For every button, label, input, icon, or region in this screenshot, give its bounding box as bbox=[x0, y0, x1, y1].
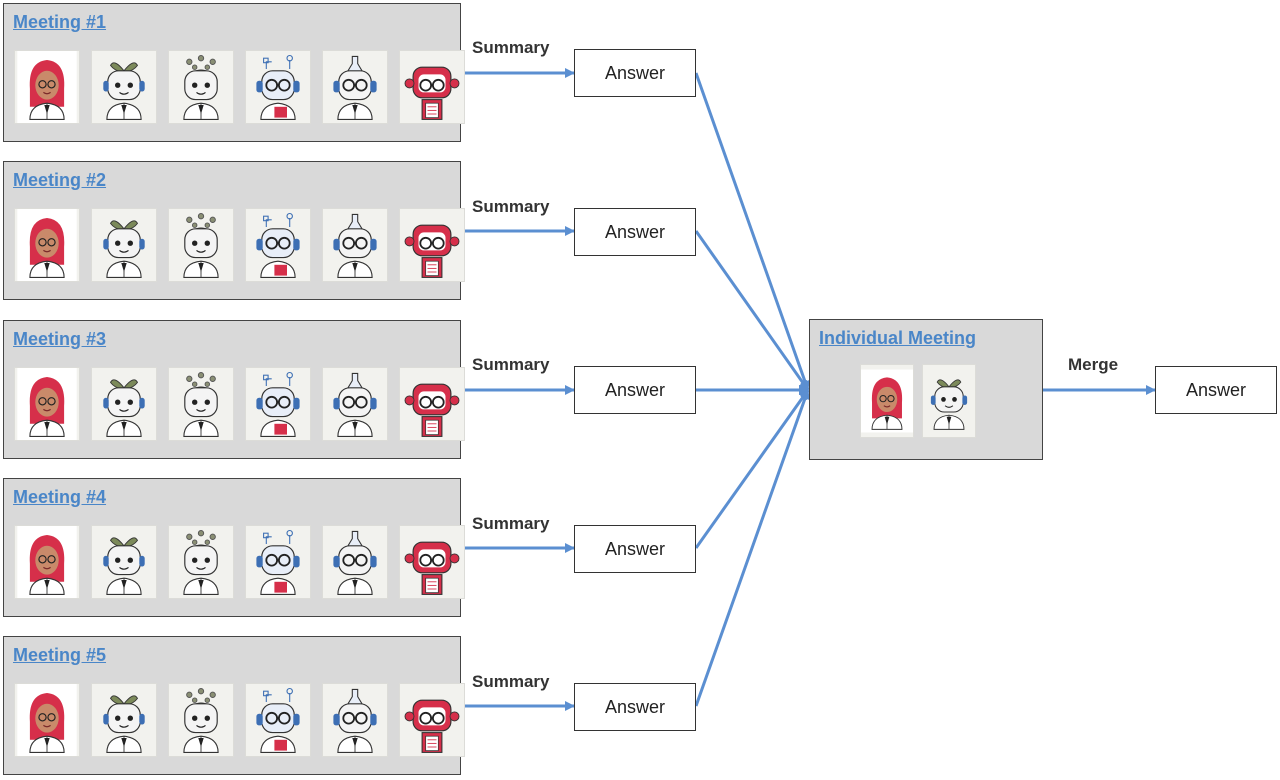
critic-robot-avatar bbox=[399, 683, 465, 757]
chemist-robot-avatar bbox=[322, 525, 388, 599]
meeting-title-link[interactable]: Meeting #5 bbox=[13, 645, 107, 665]
chemist-robot-avatar bbox=[322, 683, 388, 757]
human-scientist-avatar bbox=[14, 367, 80, 441]
chemist-robot-avatar bbox=[322, 208, 388, 282]
merge-label: Merge bbox=[1068, 355, 1119, 374]
answer-box-4: Answer bbox=[574, 525, 696, 573]
summary-label-4: Summary bbox=[472, 514, 550, 533]
critic-robot-avatar bbox=[399, 367, 465, 441]
circuit-scientist-avatar bbox=[245, 208, 311, 282]
avatar-row bbox=[14, 50, 465, 124]
meeting-title-link[interactable]: Meeting #1 bbox=[13, 12, 107, 32]
answer-box-2: Answer bbox=[574, 208, 696, 256]
to-individual-arrow-2 bbox=[694, 230, 810, 391]
answer-box-5: Answer bbox=[574, 683, 696, 731]
circuit-scientist-avatar bbox=[245, 50, 311, 124]
meeting-box-3: Meeting #3 bbox=[3, 320, 465, 459]
human-scientist-avatar bbox=[14, 50, 80, 124]
critic-robot-avatar bbox=[399, 208, 465, 282]
circuit-scientist-avatar bbox=[245, 367, 311, 441]
plant-scientist-avatar bbox=[91, 525, 157, 599]
avatar-row bbox=[14, 525, 465, 599]
meeting-title-link[interactable]: Meeting #2 bbox=[13, 170, 107, 190]
meeting-box-1: Meeting #1 bbox=[3, 3, 465, 142]
circuit-scientist-avatar bbox=[245, 525, 311, 599]
meeting-box-2: Meeting #2 bbox=[3, 161, 465, 300]
neural-scientist-avatar bbox=[168, 208, 234, 282]
summary-label-3: Summary bbox=[472, 355, 550, 374]
summary-label-1: Summary bbox=[472, 38, 550, 57]
plant-scientist-avatar bbox=[91, 367, 157, 441]
avatar-row bbox=[14, 367, 465, 441]
human-scientist-avatar bbox=[14, 683, 80, 757]
individual-meeting-box: Individual Meeting bbox=[809, 319, 1043, 460]
human-scientist-avatar bbox=[860, 364, 914, 438]
neural-scientist-avatar bbox=[168, 50, 234, 124]
meeting-box-5: Meeting #5 bbox=[3, 636, 465, 775]
meeting-title-link[interactable]: Meeting #3 bbox=[13, 329, 107, 349]
human-scientist-avatar bbox=[14, 208, 80, 282]
neural-scientist-avatar bbox=[168, 525, 234, 599]
to-individual-arrow-1 bbox=[694, 72, 810, 391]
critic-robot-avatar bbox=[399, 525, 465, 599]
answer-box-1: Answer bbox=[574, 49, 696, 97]
neural-scientist-avatar bbox=[168, 683, 234, 757]
plant-scientist-avatar bbox=[91, 683, 157, 757]
to-individual-arrow-4 bbox=[694, 389, 810, 549]
summary-label-2: Summary bbox=[472, 197, 550, 216]
meeting-box-4: Meeting #4 bbox=[3, 478, 465, 617]
neural-scientist-avatar bbox=[168, 367, 234, 441]
chemist-robot-avatar bbox=[322, 367, 388, 441]
plant-scientist-avatar bbox=[922, 364, 976, 438]
avatar-row bbox=[860, 364, 976, 438]
chemist-robot-avatar bbox=[322, 50, 388, 124]
avatar-row bbox=[14, 208, 465, 282]
plant-scientist-avatar bbox=[91, 50, 157, 124]
meeting-title-link[interactable]: Meeting #4 bbox=[13, 487, 107, 507]
plant-scientist-avatar bbox=[91, 208, 157, 282]
critic-robot-avatar bbox=[399, 50, 465, 124]
circuit-scientist-avatar bbox=[245, 683, 311, 757]
avatar-row bbox=[14, 683, 465, 757]
individual-meeting-title-link[interactable]: Individual Meeting bbox=[819, 328, 977, 348]
final-answer-box: Answer bbox=[1155, 366, 1277, 414]
answer-box-3: Answer bbox=[574, 366, 696, 414]
to-individual-arrow-5 bbox=[694, 389, 810, 707]
human-scientist-avatar bbox=[14, 525, 80, 599]
summary-label-5: Summary bbox=[472, 672, 550, 691]
